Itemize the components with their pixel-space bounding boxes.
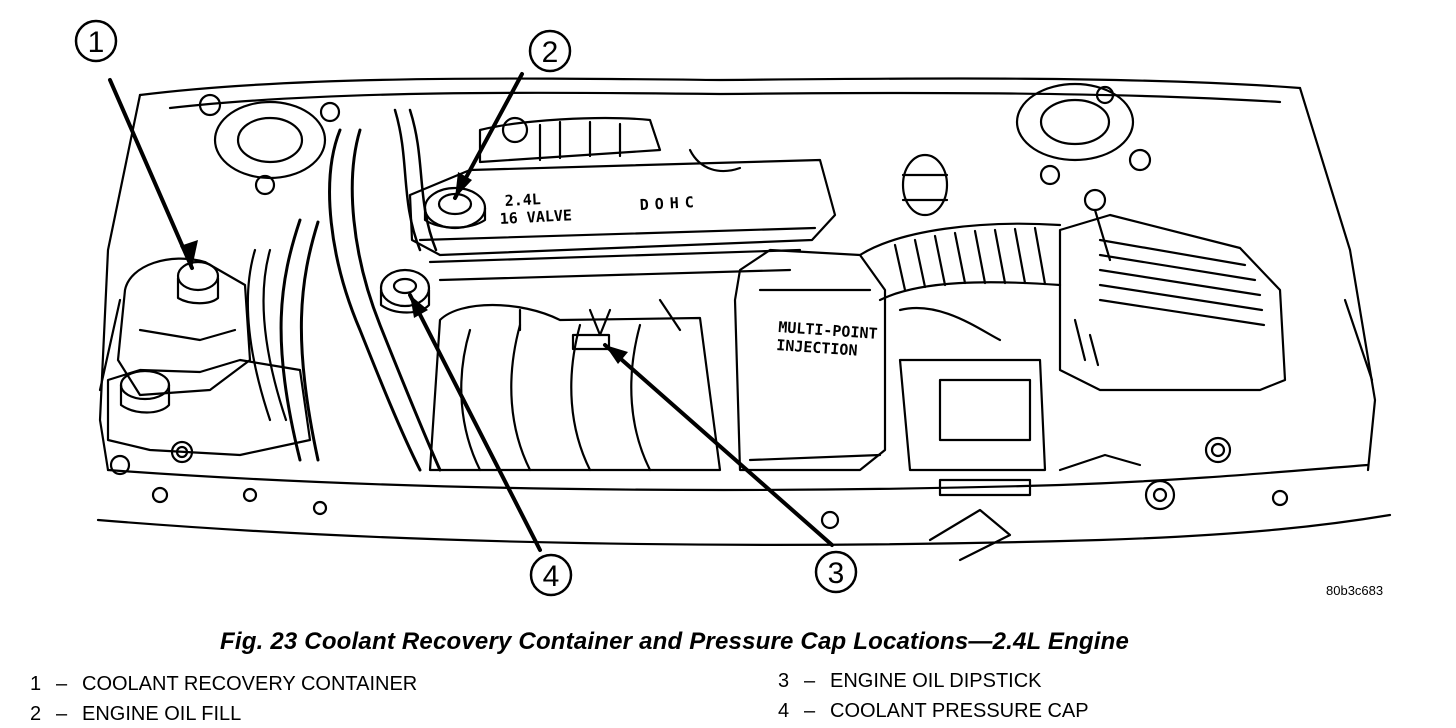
callout-1: 1 [74, 19, 118, 63]
legend-item-1: 1–COOLANT RECOVERY CONTAINER [30, 673, 417, 696]
left-lower-components [106, 358, 312, 504]
callout-3: 3 [814, 550, 858, 594]
legend-item-text: COOLANT RECOVERY CONTAINER [82, 673, 418, 695]
legend-item-number: 4 [778, 700, 790, 722]
callout-3-number: 3 [828, 557, 845, 590]
figure-caption: Fig. 23 Coolant Recovery Container and P… [220, 628, 1130, 655]
leader-lines [108, 72, 834, 552]
leader-arrowheads [180, 172, 628, 364]
callout-1-number: 1 [88, 26, 105, 59]
air-filter-housing [1058, 213, 1287, 392]
callout-2: 2 [528, 29, 572, 73]
coolant-recovery-container-drawing [116, 257, 252, 397]
figure-code: 80b3c683 [1326, 583, 1384, 598]
legend-item-number: 2 [30, 703, 42, 725]
arrowhead-2 [455, 172, 472, 198]
arrowhead-1 [180, 240, 198, 268]
legend-item-number: 1 [30, 673, 42, 695]
legend-item-2: 2–ENGINE OIL FILL [30, 703, 241, 726]
legend-item-dash: – [56, 703, 68, 725]
legend-item-3: 3–ENGINE OIL DIPSTICK [778, 670, 1042, 693]
legend-item-4: 4–COOLANT PRESSURE CAP [778, 700, 1089, 723]
right-components [898, 153, 1232, 562]
legend-item-number: 3 [778, 670, 790, 692]
legend-item-dash: – [56, 673, 68, 695]
right-strut-tower [1015, 82, 1152, 186]
intake-label-line2: INJECTION [776, 336, 858, 360]
leader-line-3 [603, 343, 834, 547]
arrowhead-3 [605, 345, 628, 364]
lower-frame-holes [242, 487, 1289, 530]
legend-item-dash: – [804, 700, 816, 722]
arrowhead-4 [410, 295, 428, 318]
valve-cover-label-right: DOHC [639, 193, 700, 214]
valve-cover-label-left: 2.4L [504, 190, 541, 210]
engine-bay-frame [96, 77, 1392, 546]
intake-box-labels: MULTI-POINT INJECTION [776, 318, 878, 360]
legend-item-dash: – [804, 670, 816, 692]
legend-item-text: ENGINE OIL FILL [82, 703, 242, 725]
valve-cover [408, 116, 837, 282]
intake-tube-bellows [858, 222, 1062, 302]
radiator-hoses [246, 108, 442, 472]
valve-cover-label-sub: 16 VALVE [499, 206, 572, 228]
callout-4: 4 [529, 553, 573, 597]
callout-2-number: 2 [542, 36, 559, 69]
left-strut-tower [198, 93, 341, 196]
intake-manifold [428, 298, 722, 472]
valve-cover-labels: 2.4L 16 VALVE DOHC [499, 190, 700, 228]
air-intake-box [733, 248, 887, 472]
coolant-pressure-cap-drawing [379, 268, 431, 314]
legend-item-text: ENGINE OIL DIPSTICK [830, 670, 1042, 692]
leader-line-4 [408, 293, 542, 552]
leader-line-1 [108, 78, 194, 270]
legend-item-text: COOLANT PRESSURE CAP [830, 700, 1089, 722]
callout-4-number: 4 [543, 560, 560, 593]
